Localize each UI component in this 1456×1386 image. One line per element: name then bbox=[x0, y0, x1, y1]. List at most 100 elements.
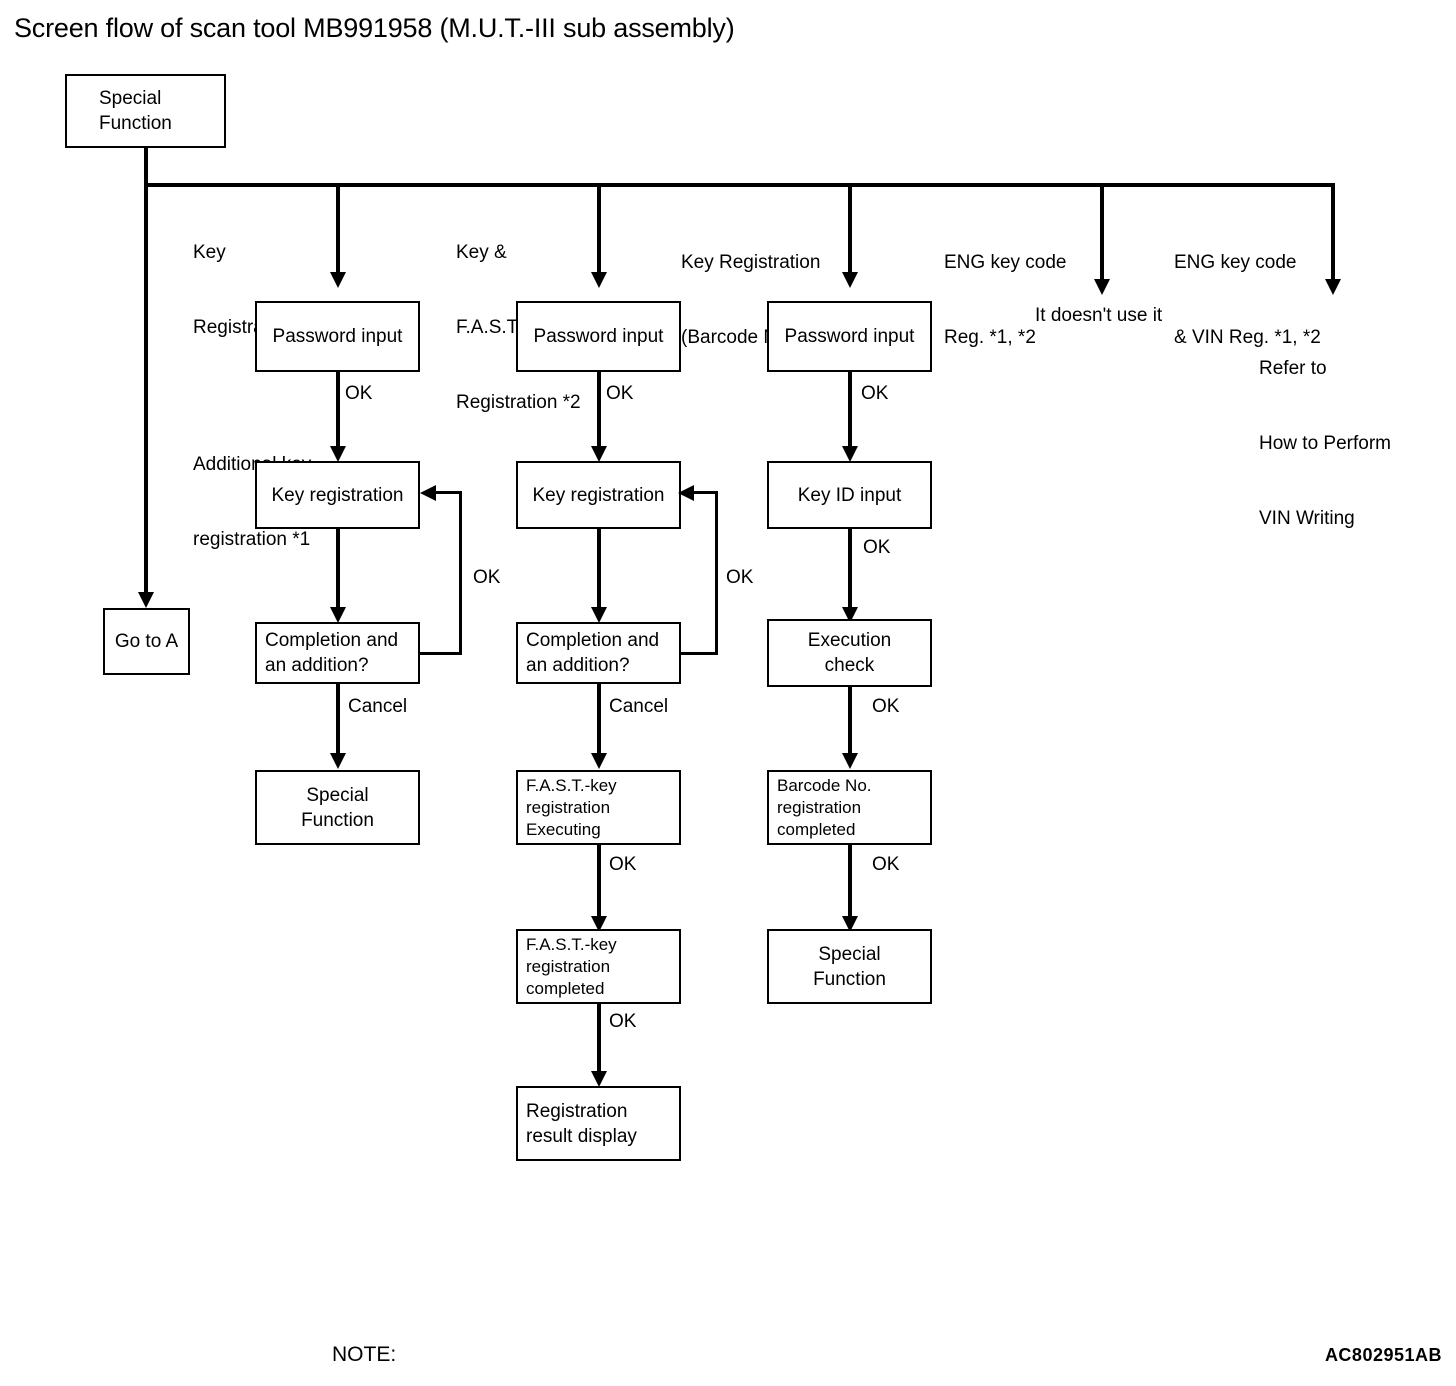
edge-label-c3-ok-3: OK bbox=[872, 696, 900, 717]
connector-c3-keyid-to-exec bbox=[848, 529, 852, 611]
node-label-line: F.A.S.T.-key bbox=[526, 775, 617, 795]
branch-label-line: & VIN Reg. *1, *2 bbox=[1174, 327, 1321, 348]
node-c1-key-registration[interactable]: Key registration bbox=[255, 461, 420, 529]
node-label-line: Special bbox=[99, 88, 162, 109]
node-c2-password-input[interactable]: Password input bbox=[516, 301, 681, 372]
connector-c2-completed-to-result bbox=[597, 1004, 601, 1076]
edge-label-c1-loop-ok: OK bbox=[473, 567, 501, 588]
node-c2-fast-key-registration-completed[interactable]: F.A.S.T.-key registration completed bbox=[516, 929, 681, 1004]
arrowhead-c3-keyid bbox=[842, 446, 858, 462]
arrowhead-c2-completion bbox=[591, 607, 607, 623]
arrowhead-c2-completed bbox=[591, 916, 607, 932]
connector-branch4-drop bbox=[1100, 183, 1104, 281]
node-label-line: registration bbox=[526, 956, 611, 976]
node-special-function-root[interactable]: Special Function bbox=[65, 74, 226, 148]
terminal-text-line: How to Perform bbox=[1259, 433, 1391, 454]
figure-code: AC802951AB bbox=[1324, 1345, 1442, 1365]
note-heading: NOTE: bbox=[332, 1343, 397, 1366]
branch-label-key-registration: Key Registration *1 Additional key regis… bbox=[193, 190, 318, 602]
node-label-line: completed bbox=[777, 819, 856, 839]
node-label-line: Go to A bbox=[114, 631, 179, 652]
branch-label-line: Key & bbox=[456, 242, 507, 263]
branch-label-eng-key-code-reg: ENG key code Reg. *1, *2 bbox=[944, 200, 1067, 400]
node-c2-completion-addition[interactable]: Completion and an addition? bbox=[516, 622, 681, 684]
connector-c2-loop-top bbox=[694, 491, 717, 494]
node-label-line: Password input bbox=[272, 326, 403, 347]
arrowhead-branch3 bbox=[842, 272, 858, 288]
node-c3-password-input[interactable]: Password input bbox=[767, 301, 932, 372]
node-label-line: an addition? bbox=[265, 655, 369, 676]
connector-c3-barcode-to-special bbox=[848, 845, 852, 921]
connector-c3-pw-to-keyid bbox=[848, 372, 852, 450]
node-label-line: completed bbox=[526, 978, 605, 998]
connector-branch1-drop bbox=[336, 183, 340, 273]
connector-branch2-drop bbox=[597, 183, 601, 273]
node-label-line: Special bbox=[818, 943, 881, 965]
arrowhead-c3-barcode bbox=[842, 753, 858, 769]
node-c3-barcode-registration-completed[interactable]: Barcode No. registration completed bbox=[767, 770, 932, 845]
node-go-to-a[interactable]: Go to A bbox=[103, 608, 190, 675]
node-label-line: Completion and bbox=[526, 630, 660, 651]
node-c2-registration-result-display[interactable]: Registration result display bbox=[516, 1086, 681, 1161]
connector-c2-keyreg-to-completion bbox=[597, 529, 601, 611]
connector-c1-loop-top bbox=[436, 491, 461, 494]
node-c1-completion-addition[interactable]: Completion and an addition? bbox=[255, 622, 420, 684]
connector-c2-pw-to-keyreg bbox=[597, 372, 601, 450]
branch-label-line: ENG key code bbox=[1174, 252, 1297, 273]
edge-label-c3-ok-2: OK bbox=[863, 537, 891, 558]
arrowhead-branch5 bbox=[1325, 279, 1341, 295]
connector-c1-keyreg-to-completion bbox=[336, 529, 340, 611]
node-label-line: registration bbox=[526, 797, 611, 817]
terminal-text-line: Refer to bbox=[1259, 358, 1327, 379]
branch-label-line: ENG key code bbox=[944, 252, 1067, 273]
node-label-line: Key registration bbox=[271, 484, 404, 506]
node-c3-execution-check[interactable]: Execution check bbox=[767, 619, 932, 687]
branch-label-line: Key bbox=[193, 242, 226, 263]
branch-label-line: Key Registration bbox=[681, 252, 821, 273]
node-label-line: an addition? bbox=[526, 655, 630, 676]
branch-label-eng-key-code-vin-reg: ENG key code & VIN Reg. *1, *2 bbox=[1174, 200, 1321, 400]
connector-c2-completion-to-fast-exec bbox=[597, 684, 601, 757]
node-label-line: Password input bbox=[533, 326, 664, 347]
connector-c1-pw-to-keyreg bbox=[336, 372, 340, 450]
node-label-line: Executing bbox=[526, 819, 601, 839]
edge-label-c2-ok-3: OK bbox=[609, 1011, 637, 1032]
node-label-line: Barcode No. bbox=[777, 775, 872, 795]
node-c2-key-registration[interactable]: Key registration bbox=[516, 461, 681, 529]
arrowhead-c2-keyreg bbox=[591, 446, 607, 462]
node-c3-special-function[interactable]: Special Function bbox=[767, 929, 932, 1004]
arrowhead-goto-a bbox=[138, 592, 154, 608]
connector-c3-exec-to-barcode bbox=[848, 687, 852, 757]
edge-label-c2-ok-1: OK bbox=[606, 383, 634, 404]
node-c3-key-id-input[interactable]: Key ID input bbox=[767, 461, 932, 529]
edge-label-c2-loop-ok: OK bbox=[726, 567, 754, 588]
connector-root-stem bbox=[144, 146, 148, 186]
arrowhead-branch2 bbox=[591, 272, 607, 288]
arrowhead-c1-special bbox=[330, 753, 346, 769]
node-label-line: Function bbox=[813, 968, 886, 990]
arrowhead-c2-fast-exec bbox=[591, 753, 607, 769]
node-label-line: Function bbox=[99, 113, 172, 134]
arrowhead-branch1 bbox=[330, 272, 346, 288]
node-label-line: Key ID input bbox=[797, 484, 902, 506]
node-label-line: Function bbox=[301, 809, 374, 831]
node-label-line: Password input bbox=[784, 326, 915, 347]
arrowhead-c1-completion bbox=[330, 607, 346, 623]
connector-branch5-drop bbox=[1331, 183, 1335, 281]
arrowhead-c1-loop bbox=[420, 485, 436, 501]
arrowhead-c2-result bbox=[591, 1071, 607, 1087]
node-c1-password-input[interactable]: Password input bbox=[255, 301, 420, 372]
node-label-line: Execution bbox=[807, 630, 892, 651]
terminal-text-line: VIN Writing bbox=[1259, 508, 1355, 529]
arrowhead-c2-loop bbox=[678, 485, 694, 501]
arrowhead-c3-special bbox=[842, 916, 858, 932]
note-block: NOTE: *1 Show the menu displayed when th… bbox=[332, 1282, 865, 1386]
node-c1-special-function[interactable]: Special Function bbox=[255, 770, 420, 845]
node-c2-fast-key-registration-executing[interactable]: F.A.S.T.-key registration Executing bbox=[516, 770, 681, 845]
edge-label-c2-ok-2: OK bbox=[609, 854, 637, 875]
connector-branch-goto-a bbox=[144, 183, 148, 601]
node-label-line: Key registration bbox=[532, 484, 665, 506]
connector-bus bbox=[144, 183, 1335, 187]
connector-c1-loop-bottom bbox=[418, 652, 462, 655]
